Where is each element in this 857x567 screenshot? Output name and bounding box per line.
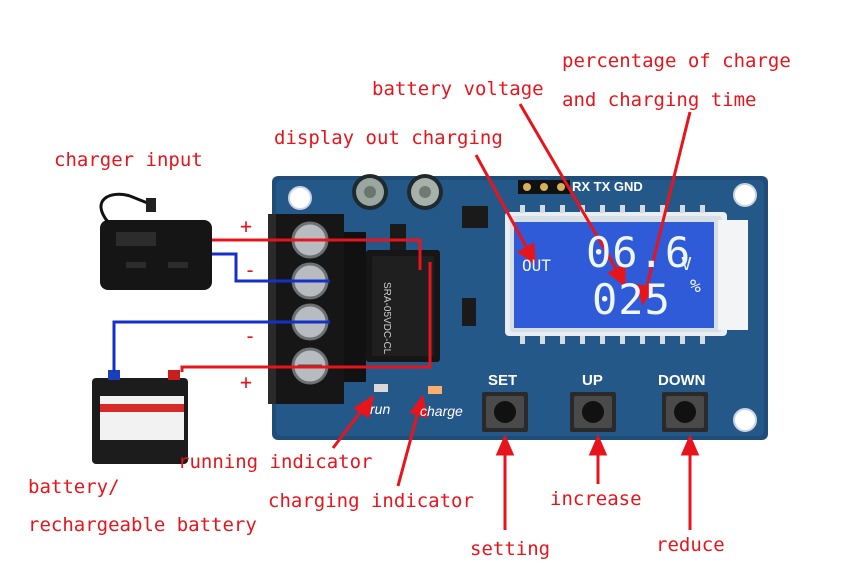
charger-input-label: charger input xyxy=(54,149,203,171)
header-label: RX TX GND xyxy=(572,179,643,194)
lcd-voltage-unit: V xyxy=(681,254,692,275)
polarity-mark: - xyxy=(244,258,257,282)
run-led xyxy=(374,384,388,392)
polarity-mark: + xyxy=(240,370,253,394)
running-indicator-label: running indicator xyxy=(178,451,373,473)
lcd-mode: OUT xyxy=(522,256,551,275)
run-led-label: run xyxy=(370,401,391,417)
lcd-percent: 025 xyxy=(592,275,671,324)
negative-wire xyxy=(112,252,330,372)
charger-adapter xyxy=(99,192,212,290)
diode xyxy=(462,298,476,326)
up-button xyxy=(570,392,616,432)
display-out-charging-label: display out charging xyxy=(274,127,503,149)
percentage-of-charge-label: percentage of charge xyxy=(562,50,791,72)
charging-time-label: and charging time xyxy=(562,89,757,111)
header-pins xyxy=(518,180,570,194)
charging-indicator-label: charging indicator xyxy=(268,490,474,512)
increase-label: increase xyxy=(550,488,642,510)
battery-label: battery/ xyxy=(28,476,120,498)
down-button xyxy=(662,392,708,432)
ic-chip xyxy=(462,206,488,228)
charge-led-label: charge xyxy=(420,403,463,419)
battery-voltage-label: battery voltage xyxy=(372,78,544,100)
polarity-mark: - xyxy=(244,324,257,348)
capacitor xyxy=(352,174,388,210)
positive-wire xyxy=(180,238,432,372)
down-button-label: DOWN xyxy=(658,372,706,389)
relay xyxy=(366,250,440,362)
set-button-label: SET xyxy=(488,372,518,389)
charge-led xyxy=(428,386,442,394)
rechargeable-battery-label: rechargeable battery xyxy=(28,514,257,536)
battery xyxy=(92,370,188,464)
lcd-voltage: 06.6 xyxy=(586,228,692,277)
capacitor xyxy=(407,174,443,210)
setting-label: setting xyxy=(470,538,551,560)
up-button-label: UP xyxy=(582,372,603,389)
reduce-label: reduce xyxy=(656,534,725,556)
relay-label: SRA-05VDC-CL xyxy=(381,282,392,355)
polarity-mark: + xyxy=(240,214,253,238)
set-button xyxy=(482,392,528,432)
lcd-percent-unit: % xyxy=(690,276,701,297)
annotation-arrows xyxy=(331,103,700,530)
